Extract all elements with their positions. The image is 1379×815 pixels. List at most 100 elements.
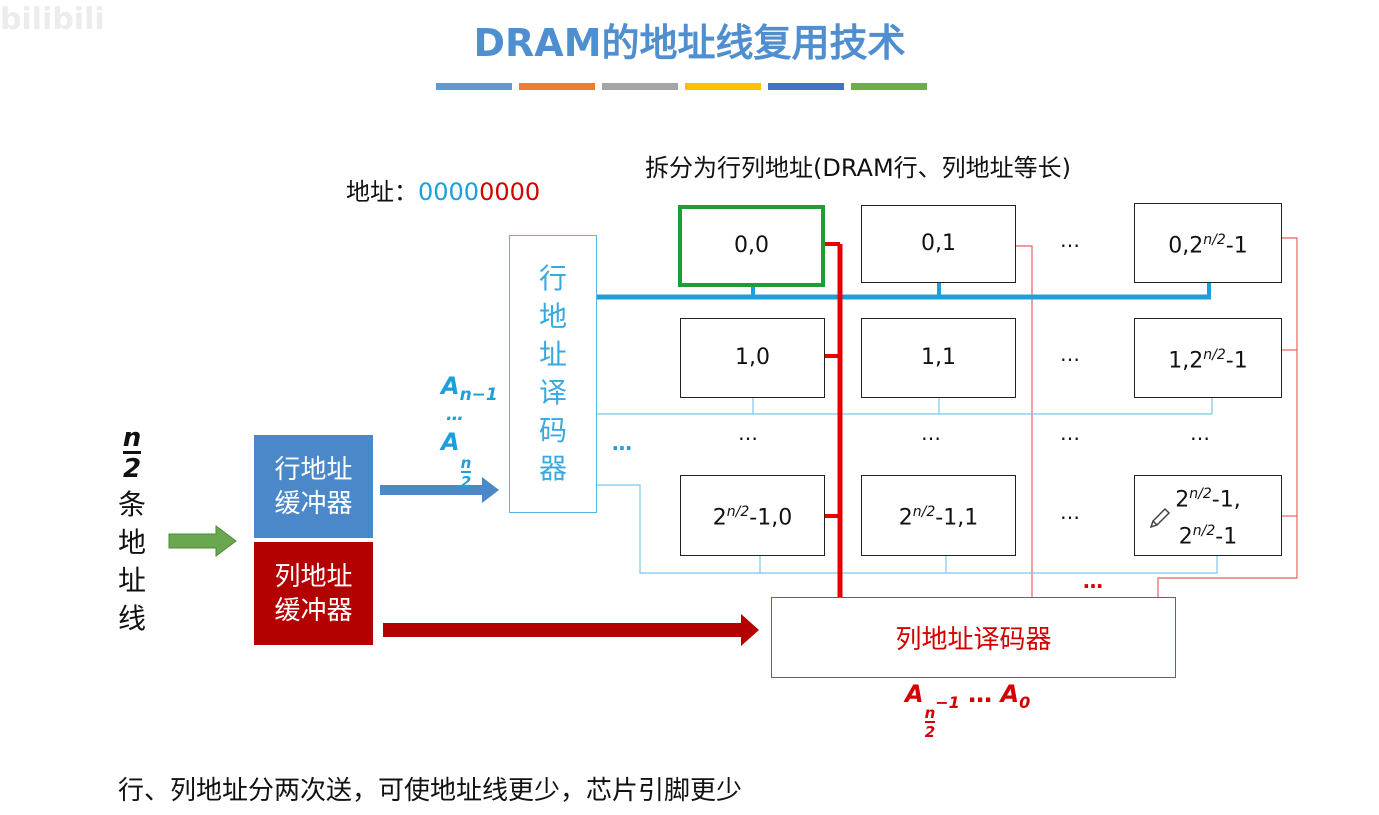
cell-0-0: 0,0 xyxy=(678,205,825,287)
column-address-decoder: 列地址译码器 xyxy=(771,597,1176,678)
row0-ellipsis: … xyxy=(1060,228,1080,252)
row-bit-top-letter: A xyxy=(441,372,460,400)
cell-1-last: 1,2n/2-1 xyxy=(1134,318,1282,398)
cell-exp: n/2 xyxy=(1203,346,1226,363)
cell-label: 0,2n/2-1 xyxy=(1168,225,1247,261)
col-buffer-line1: 列地址 xyxy=(274,561,353,592)
cell-tail: -1 xyxy=(1225,348,1248,374)
sub-den: 2 xyxy=(460,471,472,491)
row2-ellipsis: … xyxy=(738,421,758,445)
cell-label: 2n/2-1,0 xyxy=(713,497,792,533)
column-wire-last xyxy=(1157,237,1298,597)
cell-0-1: 0,1 xyxy=(861,205,1016,283)
cell-base: 0,2 xyxy=(1168,233,1204,259)
address-high-bits: 0000 xyxy=(418,178,480,206)
cell-exp: n/2 xyxy=(726,504,750,521)
address-lines-char: 线 xyxy=(117,602,146,635)
row-address-decoder: 行 地 址 译 码 器 xyxy=(509,235,597,513)
row-decoder-ellipsis: … xyxy=(612,431,632,455)
address-text: 地址：00000000 xyxy=(346,172,540,207)
cell-label: 2n/2-1,1 xyxy=(899,497,978,533)
column-decoder-label: 列地址译码器 xyxy=(895,625,1052,655)
row2-ellipsis: … xyxy=(1060,421,1080,445)
accent-bar-6 xyxy=(851,83,927,90)
sub-num: n xyxy=(924,704,936,722)
cell-tail: -1 xyxy=(1215,523,1238,549)
cell-exp: n/2 xyxy=(912,504,936,521)
accent-bar-2 xyxy=(519,83,595,90)
cell-base: 1,2 xyxy=(1168,348,1204,374)
col-bit-right-letter: A xyxy=(1000,680,1020,708)
cell-exp: n/2 xyxy=(1192,522,1216,539)
cell-base: 2 xyxy=(898,505,913,531)
row2-ellipsis: … xyxy=(1190,421,1210,445)
row-bit-ellipsis: … xyxy=(446,404,464,425)
row-decoder-char: 码 xyxy=(538,414,567,447)
fraction-numerator: n xyxy=(122,423,142,453)
row3-ellipsis: … xyxy=(1060,500,1080,524)
watermark: bilibili xyxy=(0,2,105,37)
cell-exp: n/2 xyxy=(1189,486,1212,503)
cell-tail: -1 xyxy=(1225,233,1248,259)
col-arrow-red xyxy=(383,614,759,646)
cell-exp: n/2 xyxy=(1203,231,1226,248)
cell-last-1: 2n/2-1,1 xyxy=(861,475,1016,556)
row-decoder-char: 地 xyxy=(538,300,567,333)
cell-label: 1,0 xyxy=(735,345,770,370)
col-bit-left-tail: −1 xyxy=(935,692,960,712)
row-bit-bottom-letter: A xyxy=(441,428,460,456)
col-bit-right-sub: 0 xyxy=(1019,692,1031,712)
accent-bar-5 xyxy=(768,83,844,90)
cell-label: 0,1 xyxy=(921,231,956,256)
cell-base: 2 xyxy=(1178,523,1193,549)
cell-last-0: 2n/2-1,0 xyxy=(680,475,825,556)
address-low-bits: 0000 xyxy=(479,178,541,206)
cell-label: 1,2n/2-1 xyxy=(1168,340,1247,376)
cell-tail: -1,1 xyxy=(935,505,979,531)
sub-num: n xyxy=(460,454,472,472)
col-buffer-line2: 缓冲器 xyxy=(274,595,353,626)
n-half-fraction: n 2 xyxy=(123,425,142,482)
address-lines-label: n 2 条 地 址 线 xyxy=(108,425,156,638)
row-bit-top: An−1 xyxy=(441,372,498,405)
row-decoder-char: 器 xyxy=(538,452,567,485)
column-decoder-ellipsis: … xyxy=(1083,569,1103,593)
address-lines-char: 址 xyxy=(117,564,146,597)
cell-label: 1,1 xyxy=(921,345,956,370)
address-lines-char: 条 xyxy=(117,488,146,521)
row2-ellipsis: … xyxy=(921,421,941,445)
row-arrow-blue xyxy=(380,477,499,503)
cell-base: 2 xyxy=(712,505,727,531)
row-bit-top-sub: n−1 xyxy=(459,384,498,405)
row-address-buffer: 行地址 缓冲器 xyxy=(254,435,373,538)
page-title: DRAM的地址线复用技术 xyxy=(473,21,906,65)
pen-icon xyxy=(1149,507,1171,529)
address-lines-char: 地 xyxy=(117,526,146,559)
cell-tail: -1,0 xyxy=(749,505,793,531)
cell-label-line2: 2n/2-1 xyxy=(1179,516,1237,552)
row1-ellipsis: … xyxy=(1060,342,1080,366)
footnote: 行、列地址分两次送，可使地址线更少，芯片引脚更少 xyxy=(118,776,743,806)
cell-1-0: 1,0 xyxy=(680,318,825,398)
address-label: 地址： xyxy=(346,178,418,206)
cell-label-line1: 2n/2-1, xyxy=(1175,479,1240,515)
cell-tail: -1, xyxy=(1211,487,1241,513)
cell-0-last: 0,2n/2-1 xyxy=(1134,203,1282,283)
col-bit-sep: … xyxy=(959,680,1001,708)
cell-label: 0,0 xyxy=(734,233,769,258)
row-buffer-line2: 缓冲器 xyxy=(274,488,353,519)
accent-bar-3 xyxy=(602,83,678,90)
column-address-buffer: 列地址 缓冲器 xyxy=(254,542,373,645)
fraction-denominator: 2 xyxy=(122,451,142,482)
row-wire-last xyxy=(597,484,1218,574)
row-decoder-char: 行 xyxy=(538,262,567,295)
column-wire-1 xyxy=(1016,245,1033,597)
input-arrow-green xyxy=(168,525,237,557)
row-decoder-char: 址 xyxy=(538,338,567,371)
cell-base: 2 xyxy=(1175,487,1190,513)
